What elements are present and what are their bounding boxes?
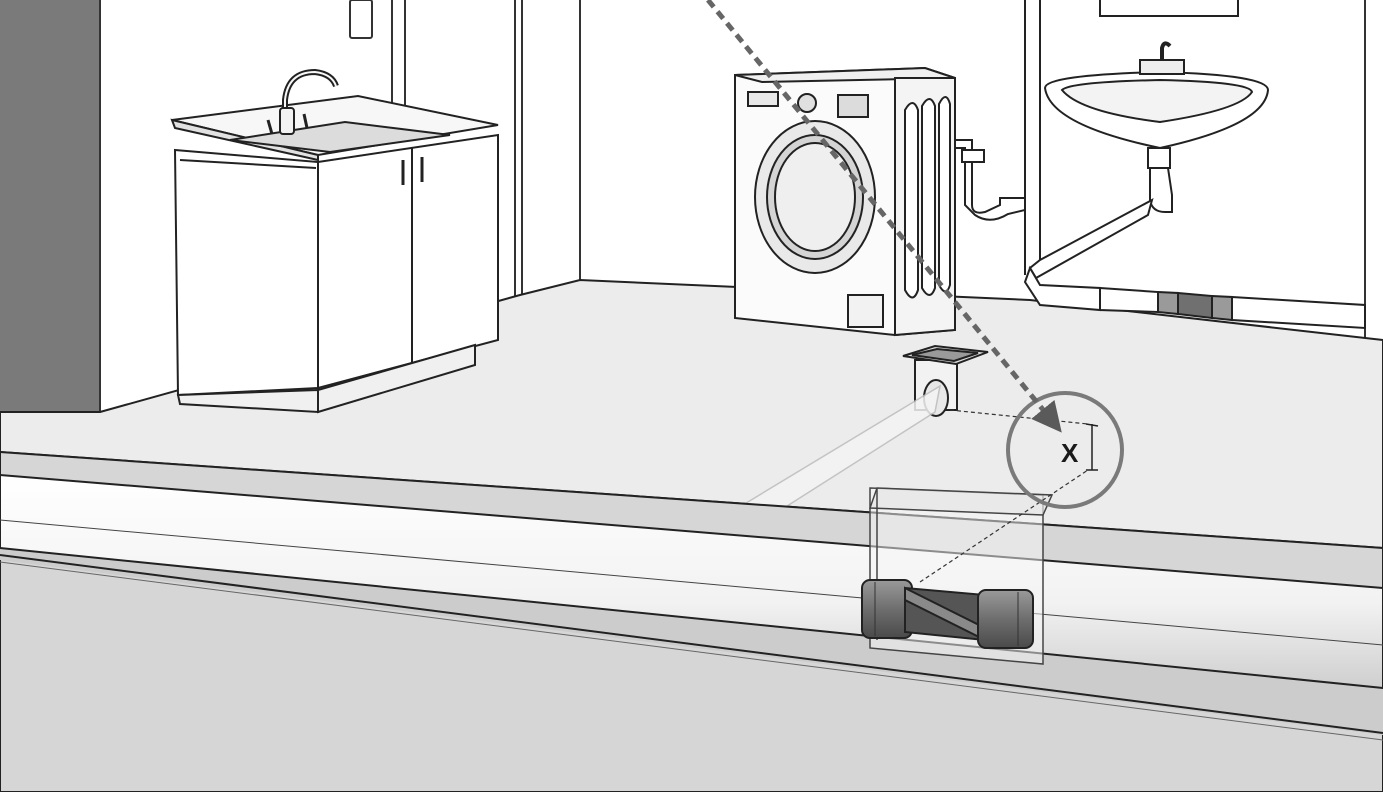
mirror (1100, 0, 1238, 16)
measurement-label: X (1061, 438, 1079, 468)
washing-machine (735, 68, 955, 335)
